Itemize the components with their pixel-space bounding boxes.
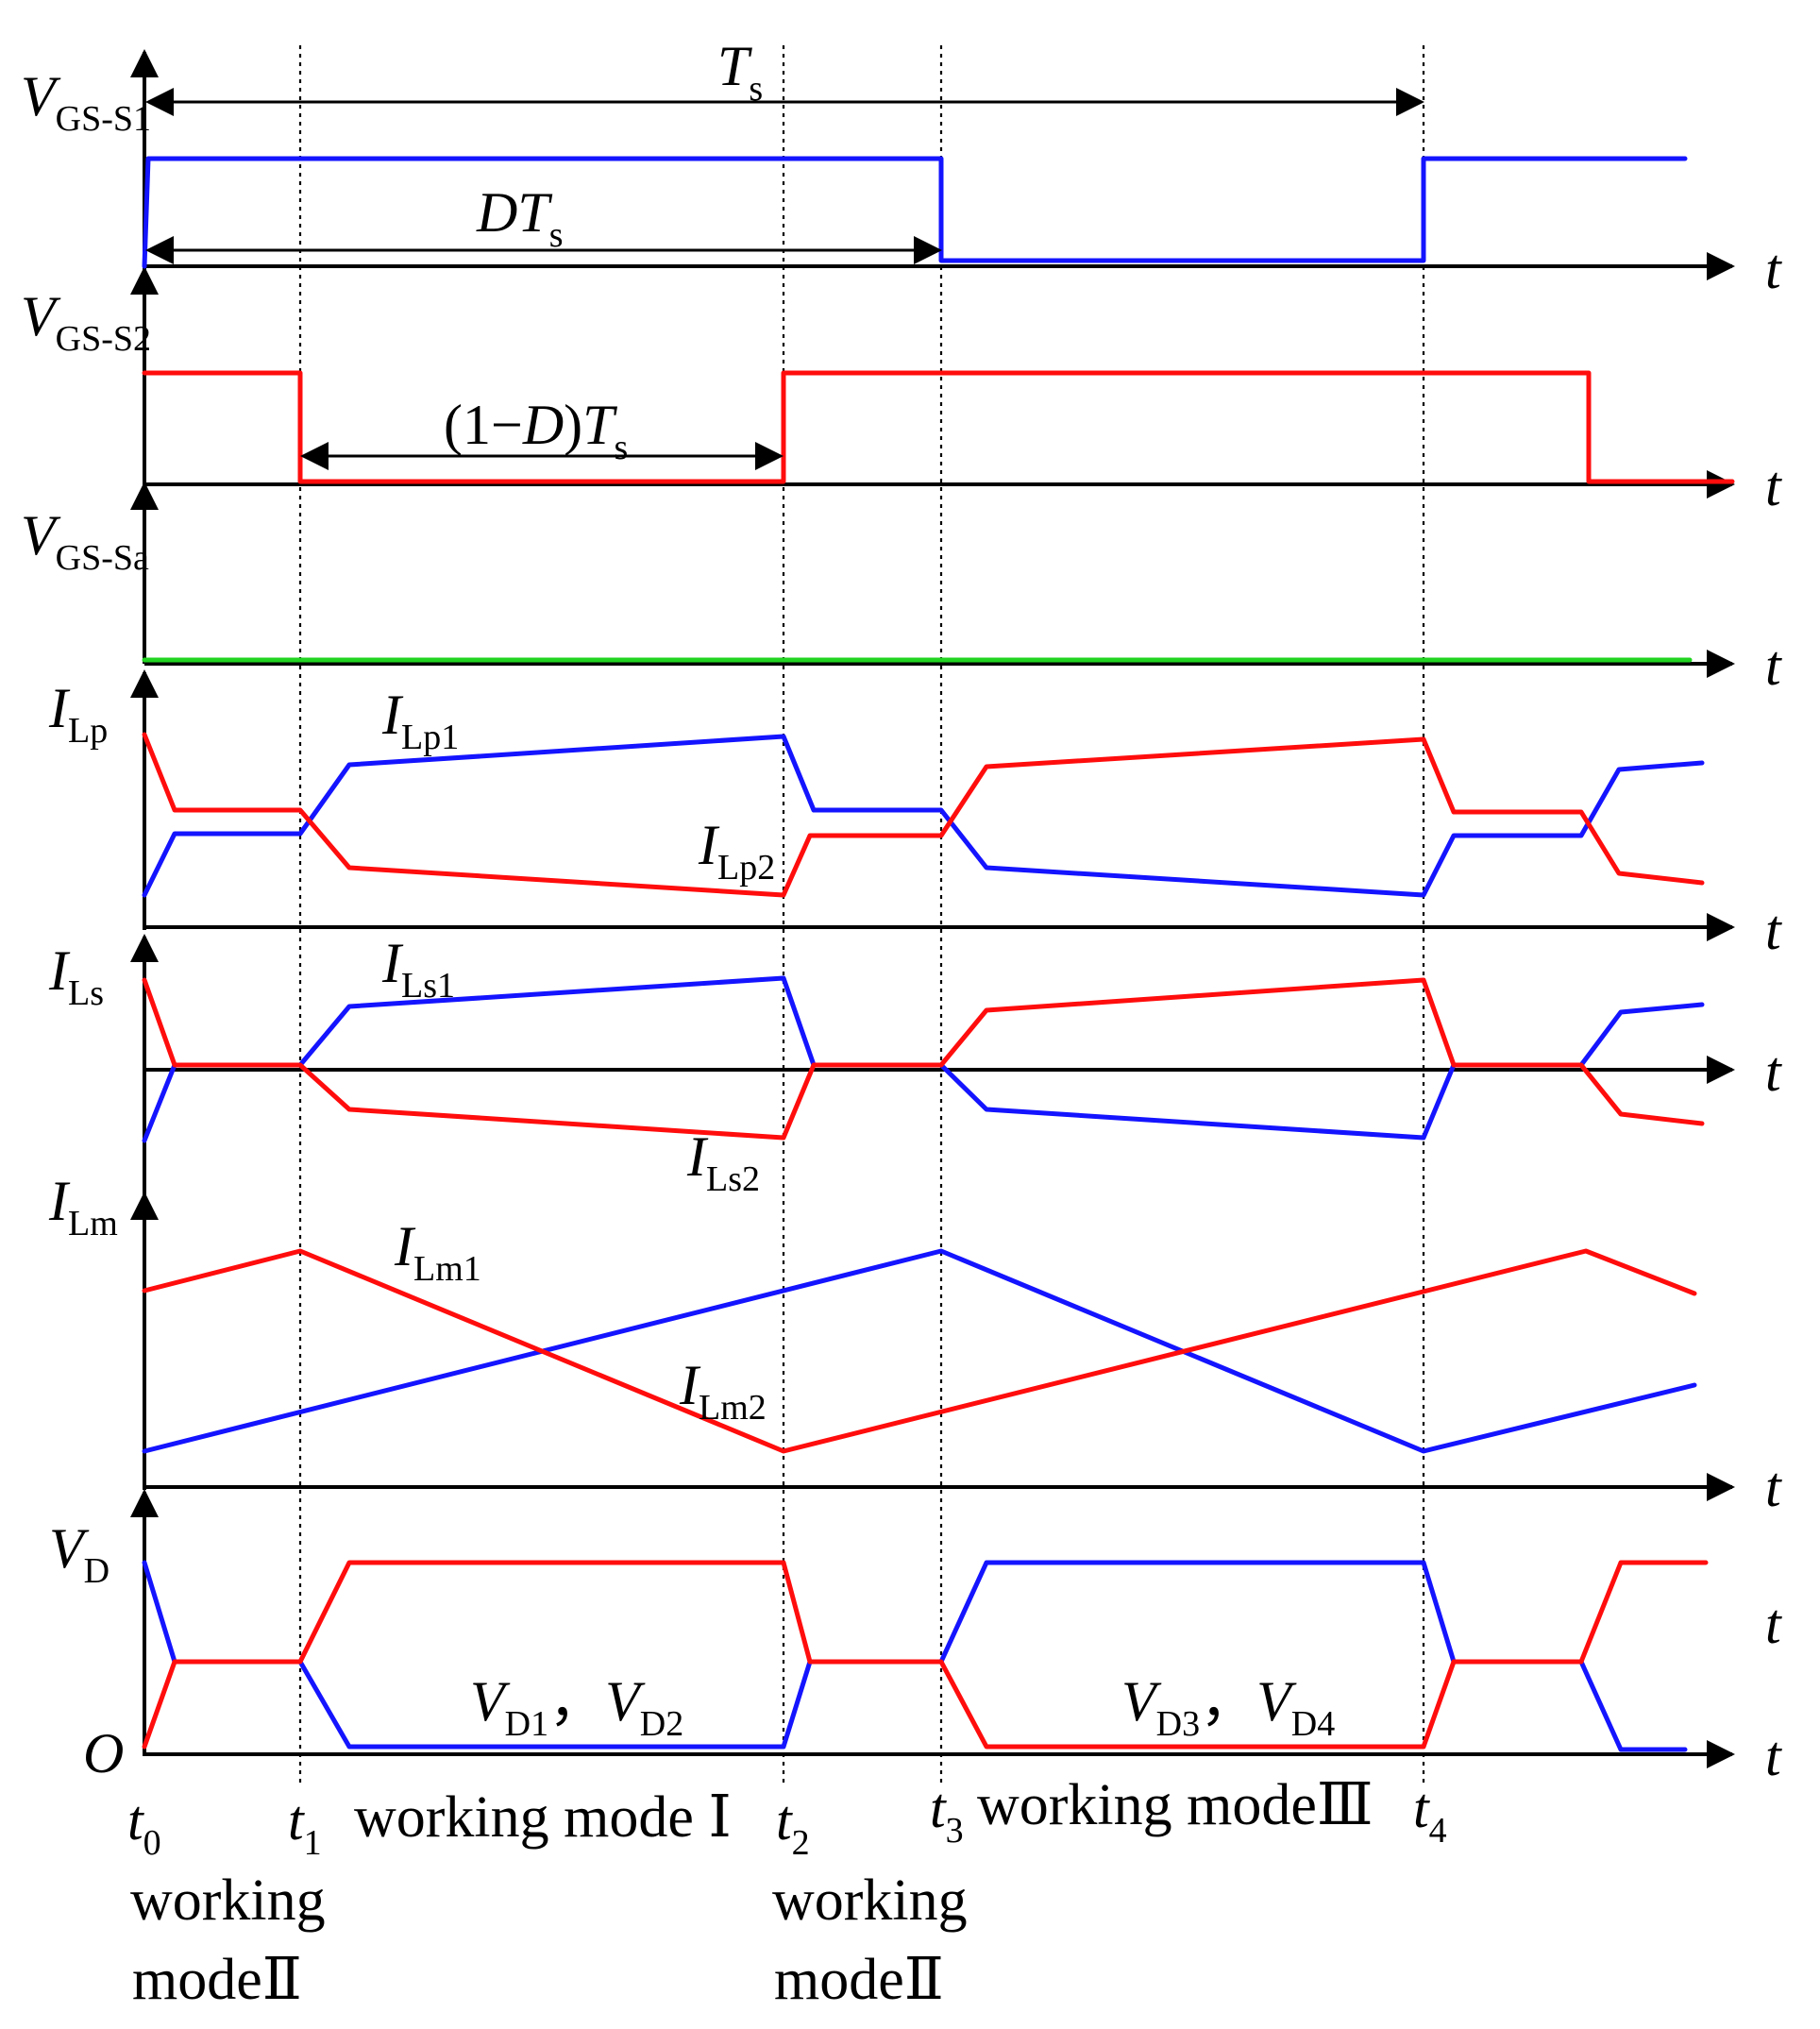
ilp1-label: ILp1 <box>381 684 459 757</box>
instant-t4: t4 <box>1413 1777 1447 1851</box>
mode-2b-line2: modeⅡ <box>774 1948 944 2012</box>
instant-t3: t3 <box>930 1777 964 1851</box>
instant-t0: t0 <box>127 1789 161 1863</box>
vd34-label: VD3，VD4 <box>1121 1670 1335 1744</box>
axes <box>130 49 1735 1768</box>
instant-t2: t2 <box>776 1789 810 1863</box>
x-axis-var-1: t <box>1765 238 1782 300</box>
ilm2-label: ILm2 <box>679 1354 767 1428</box>
mode-2a-line2: modeⅡ <box>132 1948 302 2012</box>
mode-1-label: working mode Ⅰ <box>354 1785 732 1850</box>
instant-t1: t1 <box>288 1789 322 1863</box>
ts-label: Ts <box>717 35 763 109</box>
panel-label-ilp: ILp <box>48 677 108 751</box>
ilm-s2-wave <box>142 1248 1697 1454</box>
waveforms <box>142 156 1735 1752</box>
time-markers <box>298 45 1425 1786</box>
x-axis-var-2: t <box>1765 455 1782 517</box>
ilp-s1-wave <box>142 734 1705 898</box>
vd-s1-wave <box>142 1560 1688 1752</box>
dts-label: DTs <box>476 181 564 255</box>
vd-s2-wave <box>142 1560 1709 1750</box>
origin-label: O <box>83 1722 124 1784</box>
labels: t t t t t t t t VGS-S1 VGS-S2 VGS-Sa ILp… <box>21 35 1782 2012</box>
x-axis-var-6: t <box>1765 1456 1782 1518</box>
one-minus-d-ts-label: (1−D)Ts <box>444 394 628 467</box>
panel-label-vgs-s1: VGS-S1 <box>21 65 151 139</box>
panel-label-ils: ILs <box>48 939 104 1013</box>
panel-label-vgs-sa: VGS-Sa <box>21 504 149 578</box>
x-axis-var-3: t <box>1765 634 1782 697</box>
vgs-s2-wave <box>142 370 1735 484</box>
panel-label-vgs-s2: VGS-S2 <box>21 285 151 359</box>
ils-s2-wave <box>142 977 1705 1141</box>
ilp-s2-wave <box>142 732 1705 898</box>
panel-label-ilm: ILm <box>48 1170 118 1243</box>
x-axis-var-8: t <box>1765 1725 1782 1787</box>
x-axis-var-4: t <box>1765 899 1782 961</box>
x-axis-var-5: t <box>1765 1040 1782 1103</box>
vd12-label: VD1，VD2 <box>470 1670 683 1744</box>
mode-2a-line1: working <box>130 1868 326 1933</box>
ils2-label: ILs2 <box>686 1125 760 1199</box>
ilm1-label: ILm1 <box>394 1215 481 1289</box>
mode-2b-line1: working <box>772 1868 968 1933</box>
ils1-label: ILs1 <box>381 932 455 1006</box>
x-axis-var-7: t <box>1765 1593 1782 1655</box>
mode-3-label: working modeⅢ <box>977 1773 1373 1837</box>
ils-s1-wave <box>142 975 1705 1143</box>
dimension-arrows <box>145 88 1424 470</box>
panel-label-vd: VD <box>49 1517 110 1591</box>
ilp2-label: ILp2 <box>698 814 775 888</box>
